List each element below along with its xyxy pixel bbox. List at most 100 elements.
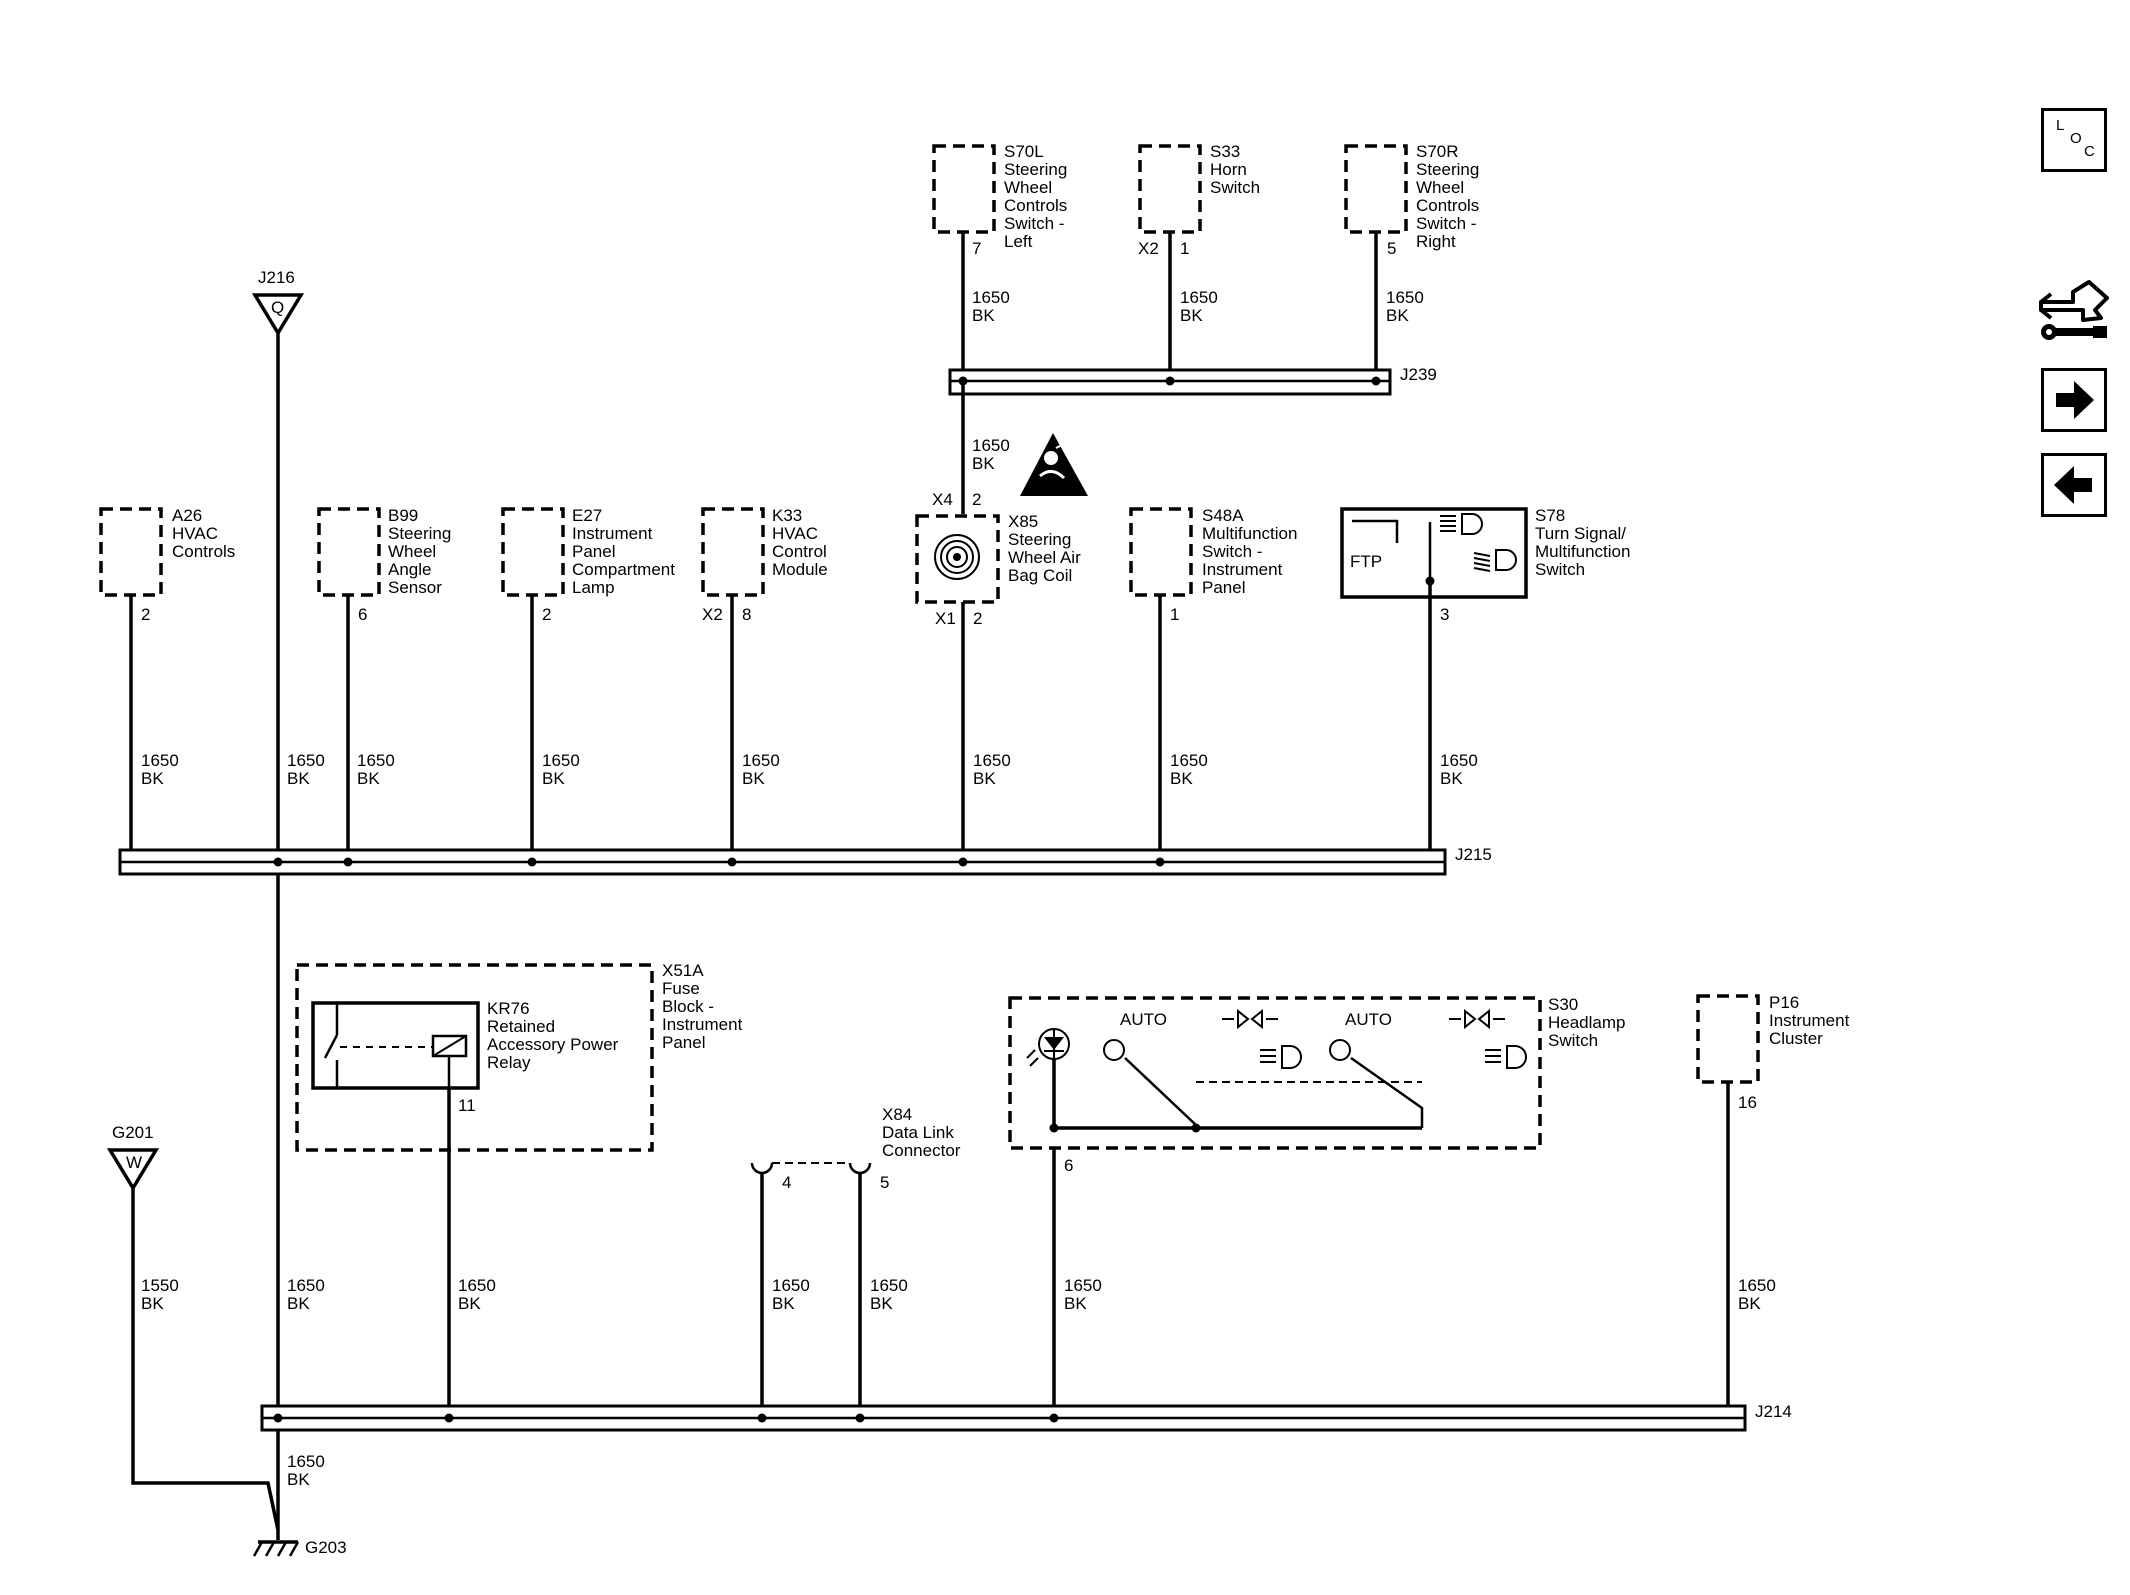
component-s70l: S70L Steering Wheel Controls Switch - Le…	[932, 142, 1067, 258]
ground-g203: G203	[252, 1538, 347, 1557]
svg-text:1650: 1650	[1440, 751, 1478, 770]
component-b99: B99 Steering Wheel Angle Sensor 6	[317, 506, 451, 624]
svg-text:S78: S78	[1535, 506, 1565, 525]
svg-text:1650: 1650	[542, 751, 580, 770]
component-s78: FTP S78 Turn Signal/ Multifunction Switc…	[1340, 506, 1630, 624]
previous-page-button[interactable]	[2041, 453, 2107, 517]
svg-text:Multifunction: Multifunction	[1535, 542, 1630, 561]
headlamp-icon	[1260, 1045, 1302, 1069]
svg-text:Wheel: Wheel	[388, 542, 436, 561]
svg-text:1650: 1650	[1180, 288, 1218, 307]
svg-text:1650: 1650	[1064, 1276, 1102, 1295]
svg-text:AUTO: AUTO	[1120, 1010, 1167, 1029]
svg-text:1550: 1550	[141, 1276, 179, 1295]
low-beam-icon	[1473, 549, 1517, 572]
svg-text:1650: 1650	[972, 288, 1010, 307]
svg-text:Instrument: Instrument	[662, 1015, 743, 1034]
component-k33: K33 HVAC Control Module X2 8	[701, 506, 828, 624]
ground-g201: G201 W	[106, 1123, 160, 1192]
svg-text:Turn Signal/: Turn Signal/	[1535, 524, 1626, 543]
svg-text:Steering: Steering	[1008, 530, 1071, 549]
component-e27: E27 Instrument Panel Compartment Lamp 2	[501, 506, 675, 624]
clockspring-icon	[934, 534, 980, 580]
svg-text:J215: J215	[1455, 845, 1492, 864]
svg-text:2: 2	[973, 609, 982, 628]
svg-text:Q: Q	[271, 298, 284, 317]
component-x85: X4 2 X85 Steering Wheel Air Bag Coil X1 …	[915, 490, 1081, 628]
loc-letter-c: C	[2084, 143, 2095, 160]
svg-text:Instrument: Instrument	[1202, 560, 1283, 579]
svg-text:11: 11	[458, 1096, 476, 1115]
svg-text:J239: J239	[1400, 365, 1437, 384]
svg-text:W: W	[126, 1153, 142, 1172]
svg-text:B99: B99	[388, 506, 418, 525]
svg-text:A26: A26	[172, 506, 202, 525]
svg-text:6: 6	[1064, 1156, 1073, 1175]
splice-j239: J239	[948, 365, 1437, 396]
svg-text:1650: 1650	[1386, 288, 1424, 307]
svg-text:HVAC: HVAC	[772, 524, 818, 543]
svg-text:J216: J216	[258, 268, 295, 287]
svg-text:BK: BK	[357, 769, 380, 788]
svg-text:Left: Left	[1004, 232, 1033, 251]
component-s30: AUTO AUTO	[1008, 995, 1626, 1175]
svg-text:1650: 1650	[772, 1276, 810, 1295]
svg-text:1650: 1650	[287, 751, 325, 770]
svg-text:Sensor: Sensor	[388, 578, 442, 597]
svg-text:X2: X2	[702, 605, 723, 624]
svg-text:Controls: Controls	[172, 542, 235, 561]
loc-button[interactable]: L O C	[2041, 108, 2107, 172]
svg-text:1650: 1650	[1738, 1276, 1776, 1295]
svg-text:S48A: S48A	[1202, 506, 1244, 525]
svg-text:BK: BK	[1440, 769, 1463, 788]
svg-text:S33: S33	[1210, 142, 1240, 161]
svg-text:6: 6	[358, 605, 367, 624]
parking-lamp-icon	[1222, 1008, 1278, 1030]
svg-text:BK: BK	[1386, 306, 1409, 325]
svg-text:Wheel Air: Wheel Air	[1008, 548, 1081, 567]
svg-text:X4: X4	[932, 490, 953, 509]
svg-text:Switch: Switch	[1535, 560, 1585, 579]
svg-text:Multifunction: Multifunction	[1202, 524, 1297, 543]
svg-text:1650: 1650	[972, 436, 1010, 455]
svg-text:Relay: Relay	[487, 1053, 531, 1072]
svg-text:X85: X85	[1008, 512, 1038, 531]
svg-text:BK: BK	[1738, 1294, 1761, 1313]
svg-text:G203: G203	[305, 1538, 347, 1557]
next-page-button[interactable]	[2041, 368, 2107, 432]
svg-text:Connector: Connector	[882, 1141, 961, 1160]
svg-text:BK: BK	[542, 769, 565, 788]
svg-text:KR76: KR76	[487, 999, 530, 1018]
airbag-warning-icon	[1020, 433, 1088, 496]
svg-text:HVAC: HVAC	[172, 524, 218, 543]
component-s48a: S48A Multifunction Switch - Instrument P…	[1129, 506, 1297, 624]
svg-text:BK: BK	[1170, 769, 1193, 788]
svg-text:Steering: Steering	[1004, 160, 1067, 179]
svg-text:X2: X2	[1138, 239, 1159, 258]
component-x84: X84 Data Link Connector 4 5	[750, 1105, 961, 1192]
svg-text:1650: 1650	[287, 1276, 325, 1295]
svg-text:BK: BK	[458, 1294, 481, 1313]
splice-j215: J215	[118, 845, 1492, 876]
svg-text:Instrument: Instrument	[572, 524, 653, 543]
svg-text:1650: 1650	[458, 1276, 496, 1295]
svg-text:2: 2	[141, 605, 150, 624]
svg-text:X1: X1	[935, 609, 956, 628]
svg-text:Steering: Steering	[388, 524, 451, 543]
parking-lamp-icon	[1449, 1008, 1505, 1030]
svg-text:BK: BK	[141, 769, 164, 788]
svg-text:1650: 1650	[141, 751, 179, 770]
svg-text:BK: BK	[1064, 1294, 1087, 1313]
svg-text:BK: BK	[973, 769, 996, 788]
svg-text:G201: G201	[112, 1123, 154, 1142]
component-locator-button[interactable]	[2037, 276, 2113, 348]
svg-text:1650: 1650	[357, 751, 395, 770]
svg-text:Controls: Controls	[1416, 196, 1479, 215]
svg-text:BK: BK	[972, 454, 995, 473]
component-s70r: S70R Steering Wheel Controls Switch - Ri…	[1344, 142, 1479, 258]
splice-j214: J214	[260, 1402, 1792, 1432]
component-locator-icon	[2039, 280, 2109, 340]
svg-text:Switch: Switch	[1548, 1031, 1598, 1050]
svg-text:BK: BK	[972, 306, 995, 325]
